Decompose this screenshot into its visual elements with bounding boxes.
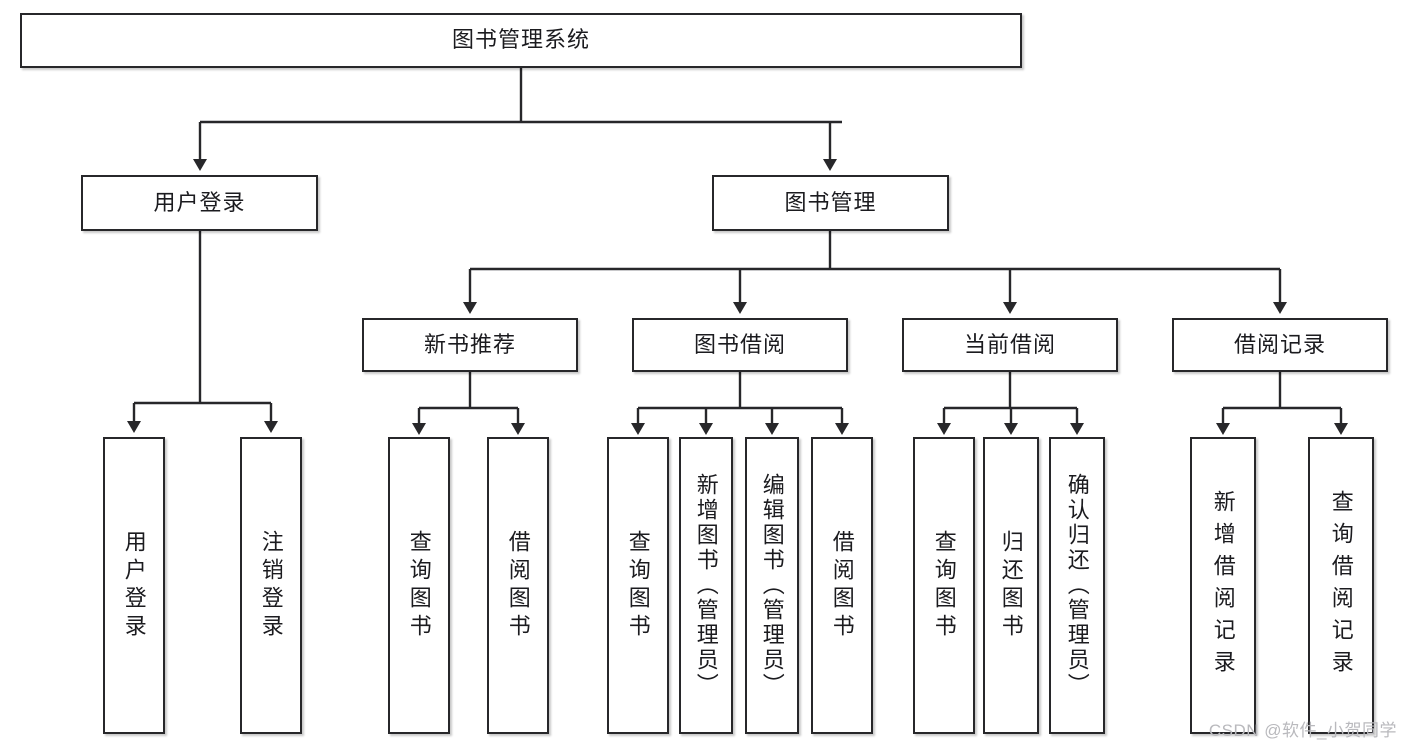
node-leaf-return-book-label: 归还图书 bbox=[998, 529, 1024, 642]
node-leaf-user-logout[interactable]: 注销登录 bbox=[240, 437, 302, 734]
node-leaf-borrow-book-2-label: 借阅图书 bbox=[829, 529, 855, 642]
node-leaf-borrow-book-1[interactable]: 借阅图书 bbox=[487, 437, 549, 734]
node-leaf-user-logout-label: 注销登录 bbox=[258, 529, 284, 642]
node-user-login[interactable]: 用户登录 bbox=[81, 175, 318, 231]
node-leaf-confirm-return[interactable]: 确认归还（管理员） bbox=[1049, 437, 1105, 734]
node-borrow-record-label: 借阅记录 bbox=[1233, 331, 1326, 357]
node-root-label: 图书管理系统 bbox=[451, 27, 590, 53]
edge-group-book-manage bbox=[463, 231, 1287, 314]
node-book-manage[interactable]: 图书管理 bbox=[712, 175, 949, 231]
node-current-borrow[interactable]: 当前借阅 bbox=[902, 318, 1118, 372]
node-leaf-add-record-label: 新增借阅记录 bbox=[1210, 489, 1236, 682]
node-leaf-add-book[interactable]: 新增图书（管理员） bbox=[679, 437, 733, 734]
node-leaf-borrow-book-2[interactable]: 借阅图书 bbox=[811, 437, 873, 734]
edge-group-new-book-rec bbox=[412, 372, 525, 435]
node-book-borrow[interactable]: 图书借阅 bbox=[632, 318, 848, 372]
node-leaf-edit-book-label: 编辑图书（管理员） bbox=[759, 473, 785, 698]
node-leaf-query-book-3-label: 查询图书 bbox=[931, 529, 957, 642]
edge-group-root bbox=[193, 68, 842, 171]
node-leaf-add-record[interactable]: 新增借阅记录 bbox=[1190, 437, 1256, 734]
node-leaf-borrow-book-1-label: 借阅图书 bbox=[505, 529, 531, 642]
node-leaf-query-book-3[interactable]: 查询图书 bbox=[913, 437, 975, 734]
node-leaf-query-record-label: 查询借阅记录 bbox=[1328, 489, 1354, 682]
edge-group-borrow-record bbox=[1216, 372, 1348, 435]
node-leaf-add-book-label: 新增图书（管理员） bbox=[693, 473, 719, 698]
node-leaf-query-book-1-label: 查询图书 bbox=[406, 529, 432, 642]
node-leaf-query-book-1[interactable]: 查询图书 bbox=[388, 437, 450, 734]
node-leaf-query-book-2-label: 查询图书 bbox=[625, 529, 651, 642]
node-leaf-user-login[interactable]: 用户登录 bbox=[103, 437, 165, 734]
node-leaf-edit-book[interactable]: 编辑图书（管理员） bbox=[745, 437, 799, 734]
node-borrow-record[interactable]: 借阅记录 bbox=[1172, 318, 1388, 372]
node-book-manage-label: 图书管理 bbox=[784, 189, 877, 215]
node-leaf-return-book[interactable]: 归还图书 bbox=[983, 437, 1039, 734]
edge-group-book-borrow bbox=[631, 372, 849, 435]
node-leaf-confirm-return-label: 确认归还（管理员） bbox=[1064, 473, 1090, 698]
edge-group-user-login bbox=[127, 231, 278, 433]
edge-group-current-borrow bbox=[937, 372, 1084, 435]
node-leaf-query-book-2[interactable]: 查询图书 bbox=[607, 437, 669, 734]
node-leaf-query-record[interactable]: 查询借阅记录 bbox=[1308, 437, 1374, 734]
node-user-login-label: 用户登录 bbox=[153, 189, 246, 215]
node-new-book-rec[interactable]: 新书推荐 bbox=[362, 318, 578, 372]
node-current-borrow-label: 当前借阅 bbox=[963, 331, 1056, 357]
node-root[interactable]: 图书管理系统 bbox=[20, 13, 1022, 68]
csdn-watermark: CSDN @软件_小贺同学 bbox=[1208, 721, 1397, 740]
node-book-borrow-label: 图书借阅 bbox=[693, 331, 786, 357]
node-new-book-rec-label: 新书推荐 bbox=[423, 331, 516, 357]
node-leaf-user-login-label: 用户登录 bbox=[121, 529, 147, 642]
